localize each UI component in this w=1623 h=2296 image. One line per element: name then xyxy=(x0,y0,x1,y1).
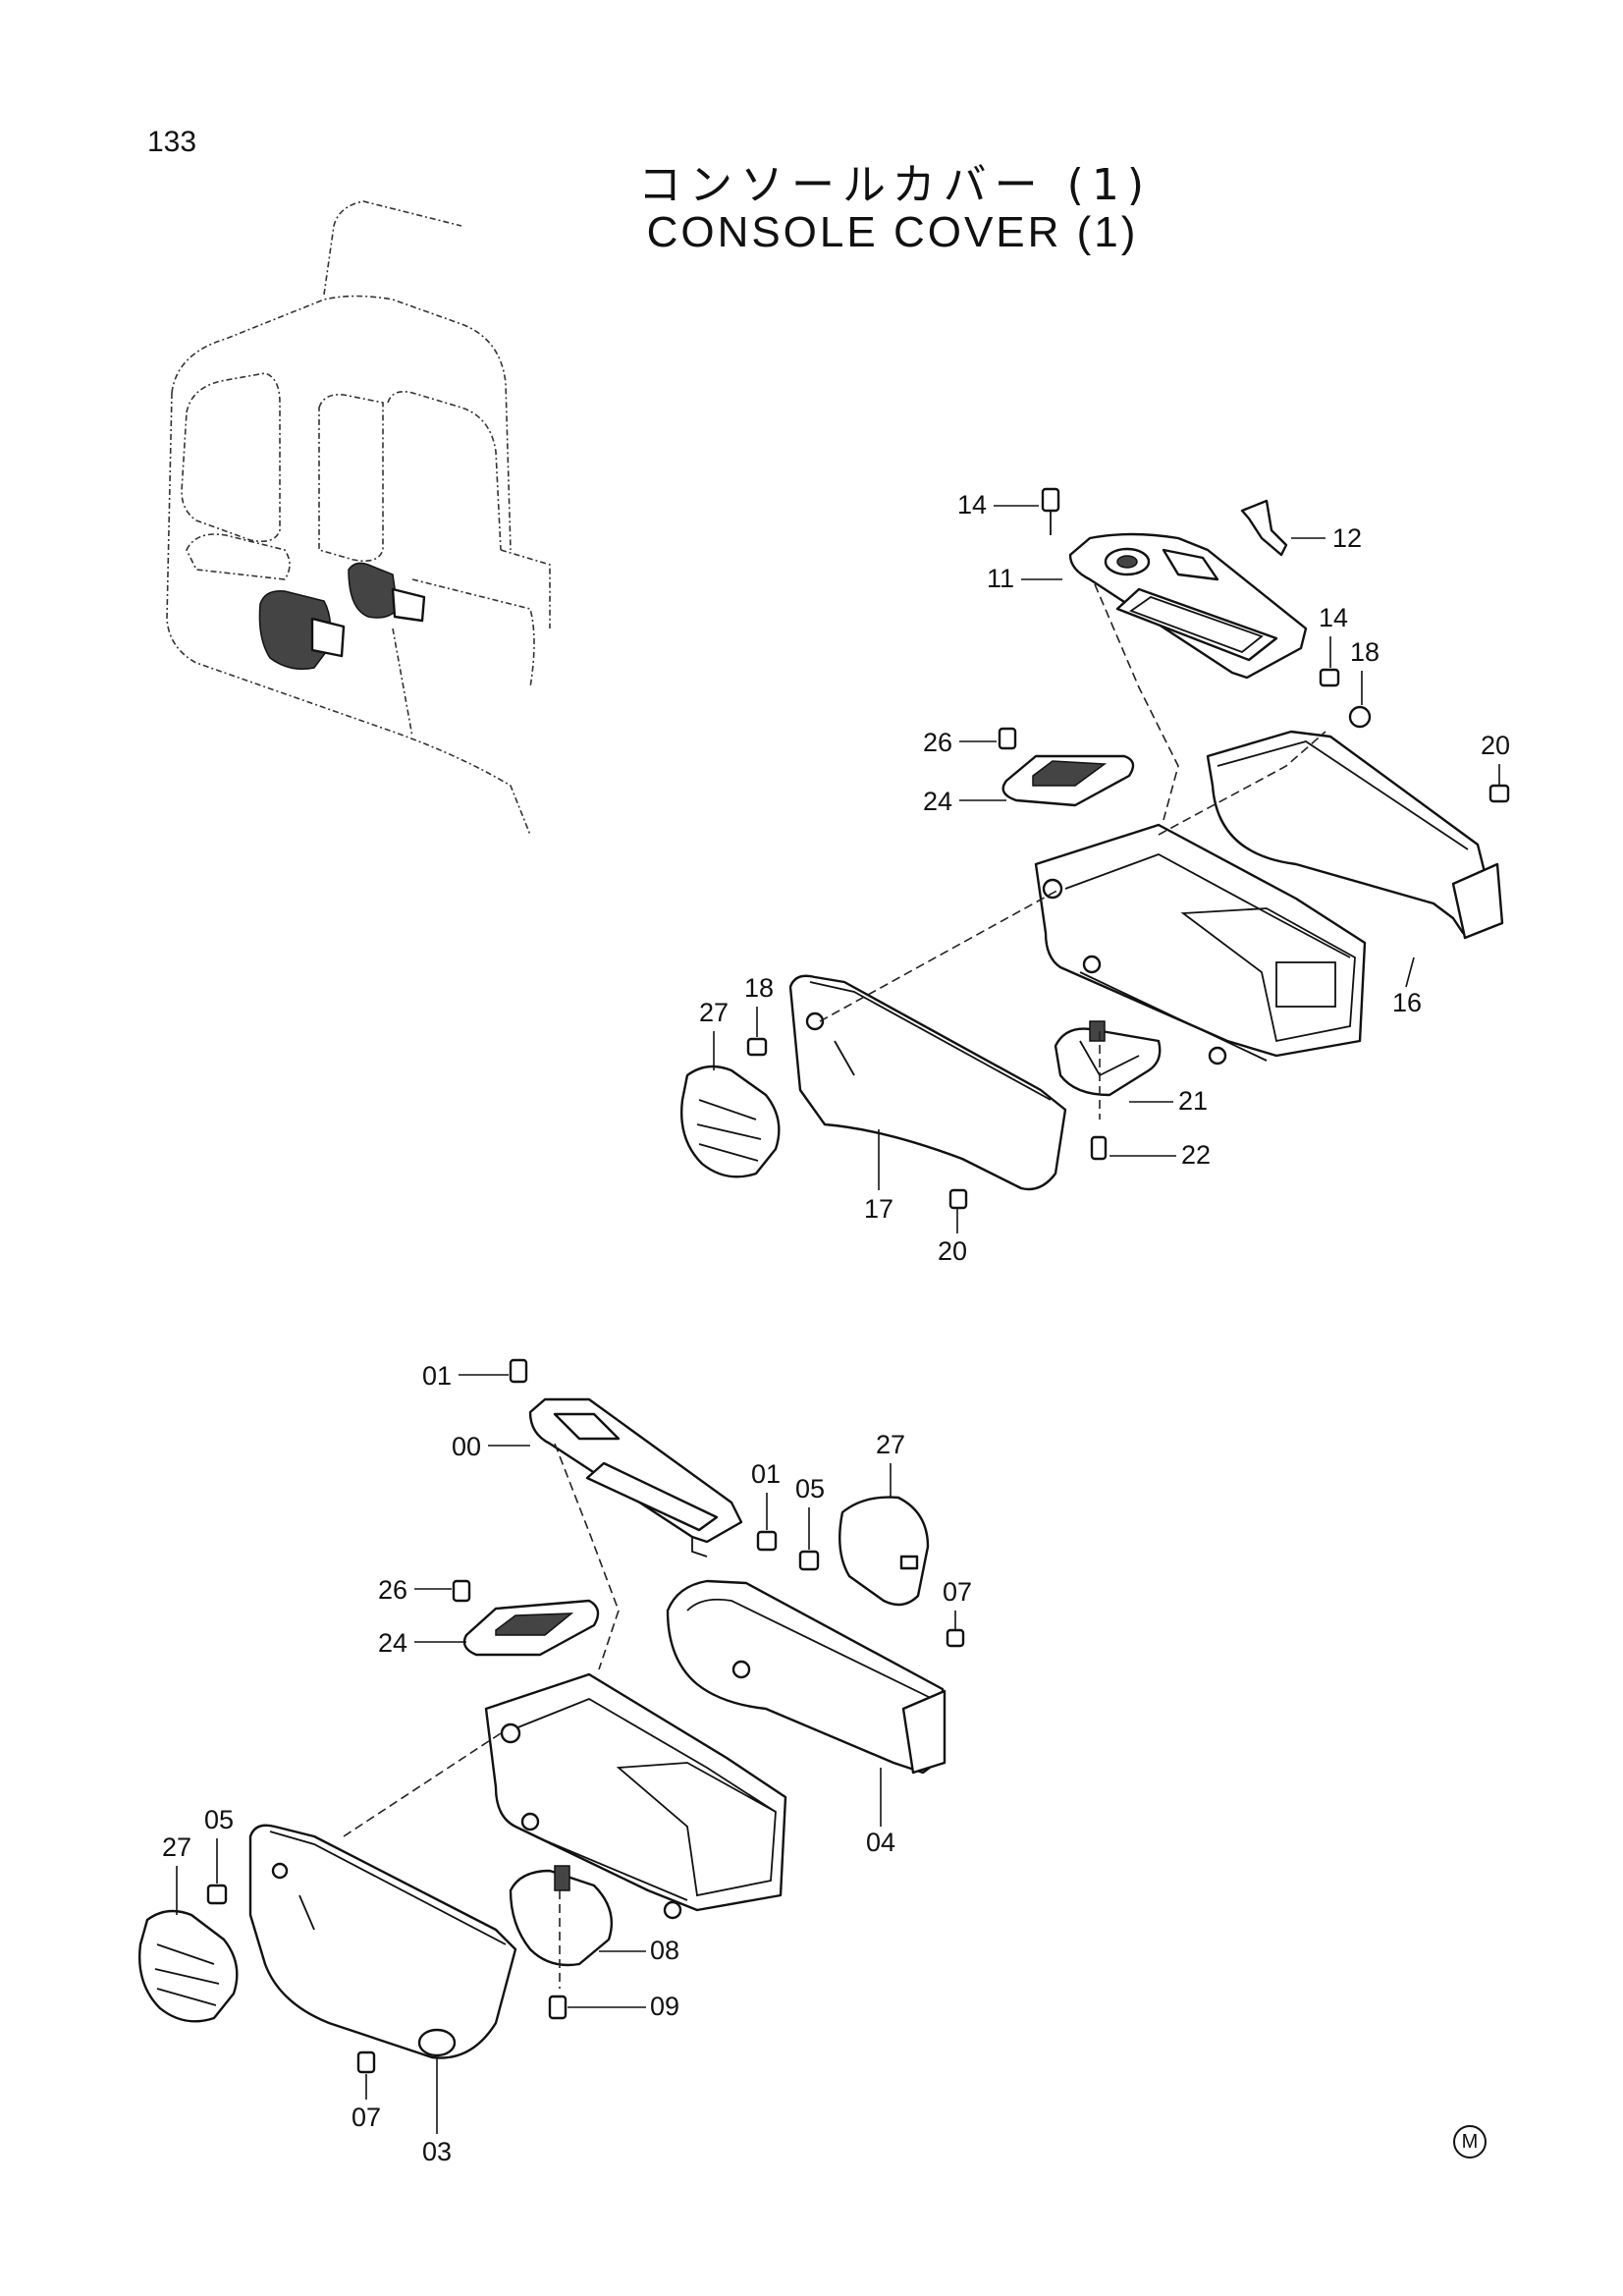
page-title-japanese: コンソールカバー (1) xyxy=(638,160,1152,210)
callout-label: 18 xyxy=(1350,637,1380,667)
callout-label: 11 xyxy=(987,564,1014,593)
screw-icon xyxy=(1090,1135,1108,1161)
callout-label: 24 xyxy=(923,787,952,816)
screw-icon xyxy=(798,1550,820,1571)
callout-label: 26 xyxy=(378,1575,407,1605)
callout-label: 21 xyxy=(1178,1086,1208,1116)
callout-label: 14 xyxy=(957,490,987,519)
callout-label: 05 xyxy=(204,1805,234,1834)
upper-callouts: 14 12 11 14 18 26 24 20 16 18 27 21 22 1… xyxy=(699,490,1510,1266)
screw-icon xyxy=(206,1884,228,1905)
screw-icon xyxy=(452,1579,471,1603)
callout-label: 01 xyxy=(422,1361,452,1391)
callout-label: 27 xyxy=(699,998,729,1027)
screw-icon xyxy=(548,1995,568,2020)
callout-label: 20 xyxy=(938,1236,967,1266)
callout-label: 03 xyxy=(422,2137,452,2166)
callout-label: 27 xyxy=(876,1430,905,1459)
callout-label: 17 xyxy=(864,1194,893,1224)
callout-label: 08 xyxy=(650,1936,679,1965)
screw-icon xyxy=(948,1188,968,1210)
callout-label: 16 xyxy=(1392,988,1422,1017)
screw-icon xyxy=(509,1358,528,1384)
callout-label: 05 xyxy=(795,1474,825,1503)
callout-label: 12 xyxy=(1332,523,1362,553)
callout-label: 24 xyxy=(378,1628,407,1658)
callout-label: 07 xyxy=(943,1577,972,1607)
screw-icon xyxy=(1488,784,1510,803)
callout-label: 01 xyxy=(751,1459,781,1489)
callout-label: 26 xyxy=(923,728,952,757)
screw-icon xyxy=(756,1530,778,1552)
callout-label: 09 xyxy=(650,1992,679,2021)
callout-label: 00 xyxy=(452,1432,481,1461)
callout-label: 04 xyxy=(866,1828,895,1857)
callout-label: 07 xyxy=(352,2103,381,2132)
plug-icon xyxy=(1348,705,1372,729)
callout-label: 20 xyxy=(1481,731,1510,760)
screw-icon xyxy=(356,2050,376,2074)
page-title-english: CONSOLE COVER (1) xyxy=(646,208,1139,256)
page-number: 133 xyxy=(147,126,197,158)
cab-locator-illustration xyxy=(166,200,551,836)
callout-label: 27 xyxy=(162,1832,191,1862)
screw-icon xyxy=(1041,487,1060,513)
callout-label: 22 xyxy=(1181,1140,1211,1170)
maker-mark-icon: M xyxy=(1453,2125,1487,2159)
callout-label: 14 xyxy=(1319,603,1348,632)
lower-callouts: 01 00 01 05 27 26 24 07 04 27 05 08 09 0… xyxy=(162,1361,972,2166)
screw-icon xyxy=(998,727,1017,750)
screw-icon xyxy=(946,1628,965,1648)
lower-console-assembly xyxy=(138,1358,965,2074)
screw-icon xyxy=(746,1037,768,1057)
screw-icon xyxy=(1319,668,1340,687)
upper-console-assembly xyxy=(680,487,1510,1210)
callout-label: 18 xyxy=(744,973,774,1003)
